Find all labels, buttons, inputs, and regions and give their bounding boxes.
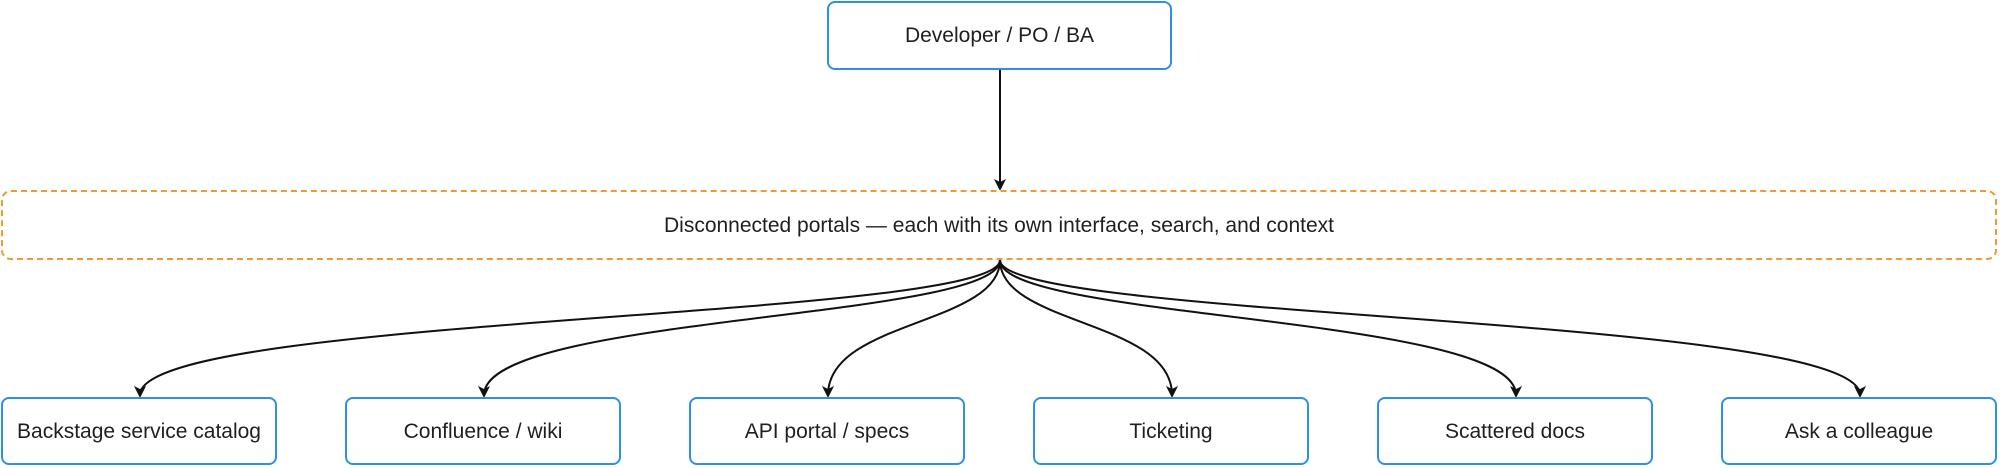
disconnected-portals-group: Disconnected portals — each with its own…	[1, 190, 1997, 260]
scattered-docs-node: Scattered docs	[1377, 397, 1653, 465]
api-portal-specs-node: API portal / specs	[689, 397, 965, 465]
group-to-api-portal-arrow	[822, 259, 1001, 398]
api-portal-specs-label: API portal / specs	[744, 419, 910, 443]
ticketing-node: Ticketing	[1033, 397, 1309, 465]
confluence-wiki-node: Confluence / wiki	[345, 397, 621, 465]
backstage-service-catalog-node: Backstage service catalog	[1, 397, 277, 465]
disconnected-portals-label: Disconnected portals — each with its own…	[663, 213, 1334, 237]
group-to-ask-colleague-arrow	[999, 259, 1866, 398]
developer-po-ba-label: Developer / PO / BA	[904, 24, 1095, 47]
group-to-confluence-arrow	[478, 259, 1001, 398]
group-to-ticketing-arrow	[999, 259, 1178, 398]
backstage-service-catalog-label: Backstage service catalog	[17, 419, 261, 443]
ask-a-colleague-label: Ask a colleague	[1784, 419, 1934, 443]
scattered-docs-label: Scattered docs	[1444, 419, 1586, 443]
developer-po-ba-node: Developer / PO / BA	[827, 1, 1172, 70]
group-to-scattered-docs-arrow	[999, 259, 1522, 398]
confluence-wiki-label: Confluence / wiki	[403, 419, 563, 443]
ticketing-label: Ticketing	[1129, 419, 1213, 443]
ask-a-colleague-node: Ask a colleague	[1721, 397, 1997, 465]
group-to-backstage-arrow	[134, 259, 1001, 398]
